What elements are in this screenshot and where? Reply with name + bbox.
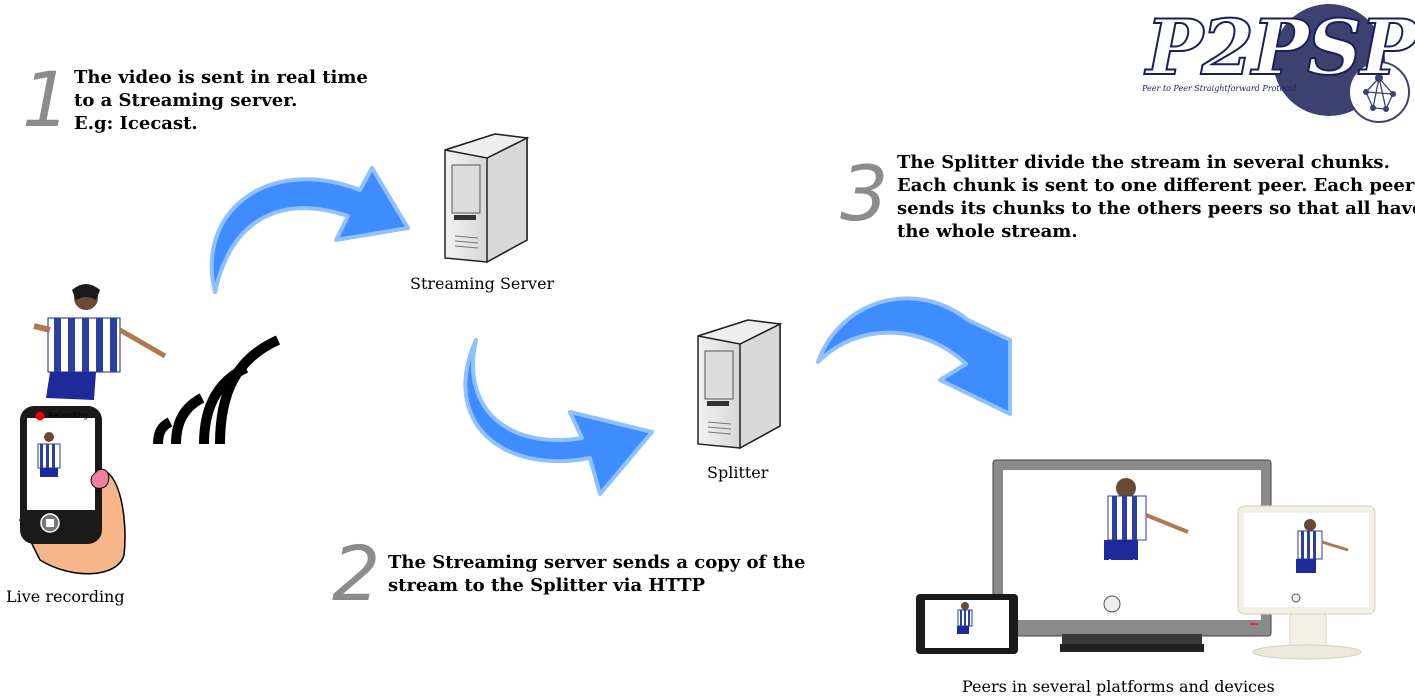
step-2-number: 2	[332, 529, 381, 618]
logo-subtitle: Peer to Peer Straightforward Protocol	[1142, 84, 1297, 93]
server-icon	[697, 319, 783, 450]
phone-status: Recording...	[48, 411, 96, 420]
splitter-caption: Splitter	[707, 463, 769, 482]
tablet-icon	[916, 594, 1018, 654]
monitor-icon	[1237, 505, 1376, 660]
live-recording-caption: Live recording	[6, 587, 125, 606]
arrow-to-streaming-server	[209, 166, 410, 294]
monitor-icon	[992, 459, 1272, 652]
step-1-text: The video is sent in real time to a Stre…	[74, 66, 368, 135]
step-2-text: The Streaming server sends a copy of the…	[388, 551, 805, 597]
peers-caption: Peers in several platforms and devices	[962, 677, 1275, 696]
step-1-line: to a Streaming server.	[74, 90, 298, 111]
step-2-line: stream to the Splitter via HTTP	[388, 575, 706, 596]
logo-title: P2PSP	[1145, 3, 1415, 92]
step-3-line: The Splitter divide the stream in severa…	[897, 152, 1390, 173]
arrow-to-peers	[816, 296, 1012, 416]
step-1-line: The video is sent in real time	[74, 67, 368, 88]
wifi-icon	[153, 335, 281, 445]
player-figure	[33, 284, 167, 400]
step-1-line: E.g: Icecast.	[74, 113, 198, 134]
streaming-server-caption: Streaming Server	[410, 274, 555, 293]
phone-icon	[18, 406, 126, 575]
arrow-to-splitter	[463, 338, 654, 496]
step-3-line: Each chunk is sent to one different peer…	[897, 175, 1415, 196]
step-2-line: The Streaming server sends a copy of the	[388, 552, 806, 573]
step-1-number: 1	[22, 55, 71, 144]
step-3-text: The Splitter divide the stream in severa…	[897, 151, 1415, 243]
step-3-line: the whole stream.	[897, 221, 1078, 242]
step-3-line: sends its chunks to the others peers so …	[897, 198, 1415, 219]
step-3-number: 3	[840, 149, 889, 238]
server-icon	[444, 133, 530, 264]
